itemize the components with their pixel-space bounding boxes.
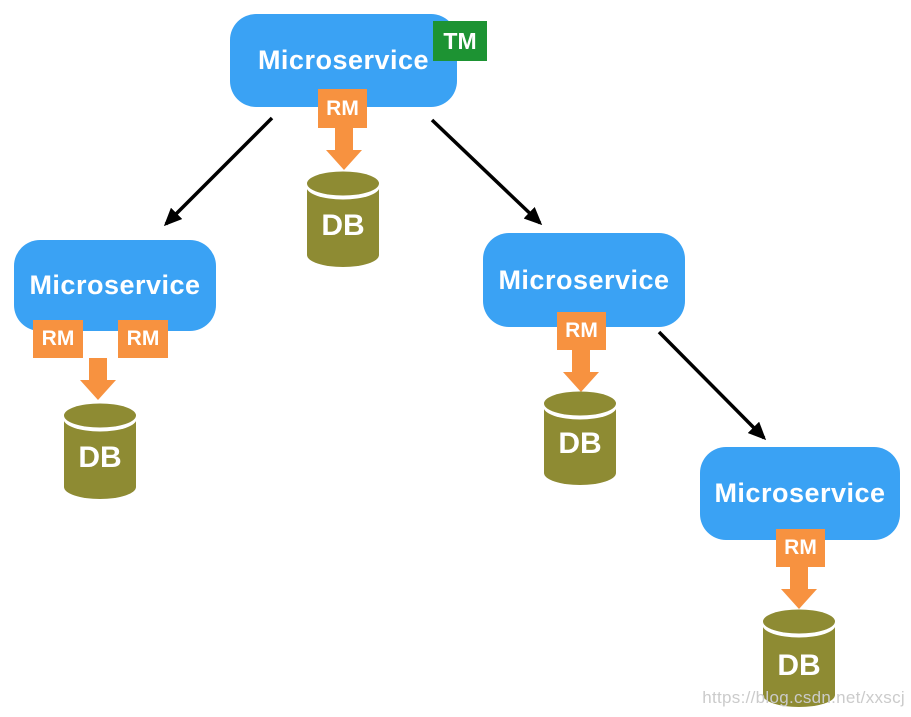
database-root: DB (306, 171, 380, 267)
database-left: DB (63, 403, 137, 499)
rm-badge-left-2: RM (118, 320, 168, 358)
microservice-right-box: Microservice (483, 233, 685, 327)
database-root-label: DB (321, 209, 364, 242)
rm-badge-left-1-label: RM (41, 327, 75, 350)
tm-badge-root: TM (433, 21, 487, 61)
rm-badge-bottom-right-label: RM (784, 536, 817, 559)
rm-badge-right: RM (557, 312, 606, 350)
database-right: DB (543, 391, 617, 485)
microservice-root-box: Microservice (230, 14, 457, 107)
rm-badge-right-label: RM (565, 319, 598, 342)
edge-right-to-bottom-right (657, 330, 767, 441)
rm-badge-left-1: RM (33, 320, 83, 358)
database-bottom-right-label: DB (777, 649, 820, 682)
tm-badge-root-label: TM (443, 27, 477, 54)
rm-badge-root-label: RM (326, 96, 359, 120)
watermark: https://blog.csdn.net/xxscj (702, 688, 905, 707)
database-bottom-right: DB (762, 609, 836, 707)
rm-badge-bottom-right: RM (776, 529, 825, 567)
microservice-right-label: Microservice (498, 264, 670, 295)
edge-root-to-right (430, 118, 543, 226)
microservice-root-label: Microservice (257, 45, 430, 75)
rm-badge-left-2-label: RM (126, 327, 160, 350)
edge-root-to-left (163, 116, 274, 227)
database-right-label: DB (558, 427, 601, 460)
db-arrow-root (326, 128, 362, 170)
db-arrow-right (563, 350, 599, 392)
database-left-label: DB (78, 441, 121, 474)
rm-badge-root: RM (318, 89, 367, 128)
db-arrow-bottom-right (781, 567, 817, 609)
microservice-bottom-right-box: Microservice (700, 447, 900, 540)
microservice-bottom-right-label: Microservice (714, 478, 886, 508)
microservice-left-box: Microservice (14, 240, 216, 331)
microservice-left-label: Microservice (29, 270, 201, 300)
db-arrow-left (80, 358, 116, 400)
